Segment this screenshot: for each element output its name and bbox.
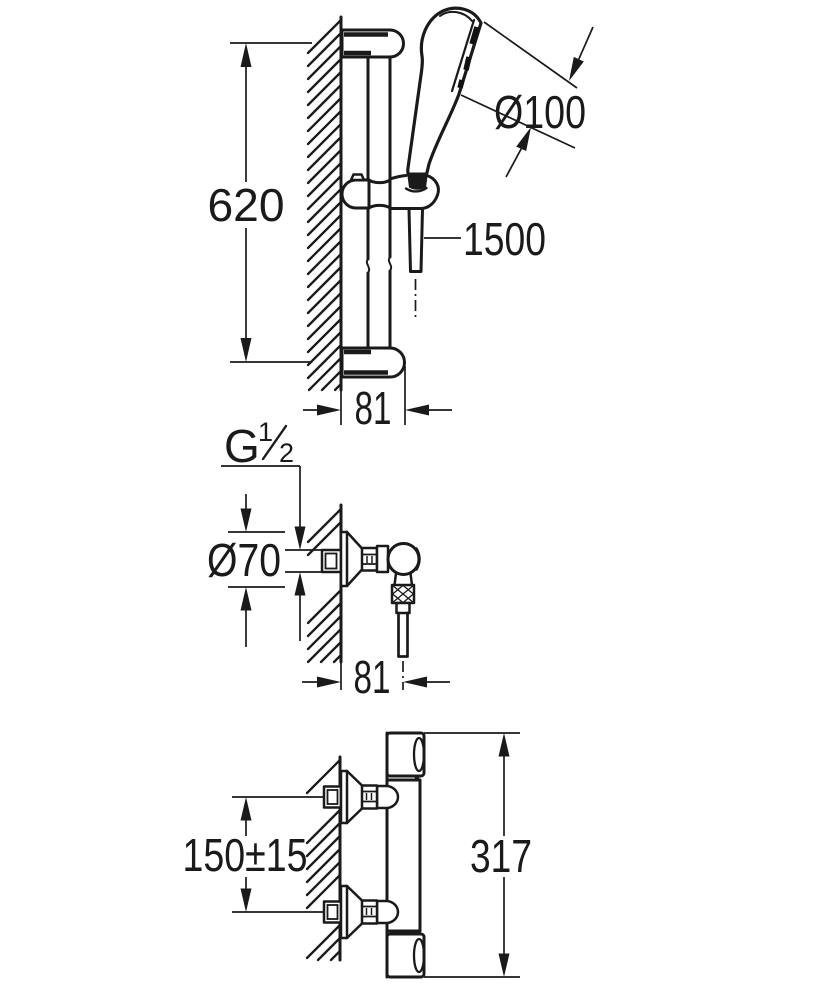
dim-620-arrow-down: [240, 338, 252, 362]
hex-nut: [360, 546, 379, 572]
thread-leader-line: [221, 465, 301, 527]
hand-shower-nozzle-marks: [457, 26, 480, 89]
outlet-neck: [393, 572, 414, 587]
dim-height-arrow-up: [498, 733, 510, 757]
glide-holder-socket: [388, 174, 440, 210]
flange-diameter-label: Ø70: [207, 534, 281, 586]
hand-shower-face-line: [450, 18, 476, 93]
shower-hose: [407, 207, 424, 273]
glide-holder-wall-part: [340, 178, 371, 210]
dim-head-arrow-upper: [569, 56, 584, 81]
glide-holder-cup-rim: [404, 186, 428, 193]
dim-height-arrow-down: [498, 953, 510, 977]
thread-size-numerator: 1: [258, 417, 273, 447]
mixer-handle-top: [385, 731, 426, 778]
hand-shower-body: [406, 6, 483, 178]
inlet-bottom-nut-flats: [362, 905, 377, 918]
wall-hatching: [306, 18, 343, 392]
union-hose: [397, 611, 409, 658]
union-spacer: [375, 544, 390, 574]
dim-head-arrow-line-lower: [505, 148, 522, 178]
dim-head-extension-lines: [460, 21, 578, 149]
wall-hatching: [305, 758, 342, 962]
drawing-wall-union: G 1 2 Ø70 81: [207, 417, 450, 703]
mixer-handle-bottom: [385, 932, 426, 979]
thread-fraction-slash: [261, 424, 288, 461]
wall-hatching: [306, 507, 343, 664]
thread-arrow-down: [294, 526, 306, 550]
rail-height-label: 620: [208, 179, 285, 231]
rail-bracket-bottom-shading: [344, 349, 388, 375]
inlet-spacing-label: 150±15: [183, 829, 308, 881]
drawing-shower-rail-set: 620 Ø100 1500 81: [208, 6, 594, 434]
hose-connector: [395, 601, 411, 615]
rail-tube: [366, 55, 392, 350]
inlet-bottom-hex-nut: [360, 899, 379, 925]
dim-inlet-arrow-up: [240, 797, 252, 821]
hex-nut-flats: [362, 553, 377, 565]
thread-size-letter: G: [224, 420, 260, 472]
inlet-top-nut-flats: [362, 790, 377, 803]
thread-extension-lines: [285, 549, 322, 573]
inlet-top-escutcheon-cone: [345, 769, 364, 825]
rail-depth-label: 81: [355, 382, 392, 434]
thread-arrow-up: [294, 572, 306, 596]
dim-620-extension-lines: [230, 42, 312, 363]
mixer-handle-bottom-cap: [412, 937, 426, 974]
dim-depth-arrow-left: [317, 676, 341, 688]
rail-bracket-bottom: [340, 346, 406, 379]
union-depth-label: 81: [354, 651, 391, 703]
dim-inlet-arrow-down: [240, 888, 252, 912]
total-height-label: 317: [470, 830, 532, 882]
rail-break-marks: [365, 256, 393, 274]
dim-inlet-extension-lines: [232, 796, 324, 913]
dim-flange-extension-lines: [228, 531, 285, 588]
escutcheon-plate: [339, 530, 349, 588]
glide-holder-clamp-tab: [349, 173, 366, 182]
dim-flange-arrow-down: [240, 508, 252, 532]
hex-nut-marks: [366, 556, 373, 563]
inlet-bottom-lug: [375, 899, 400, 925]
inlet-top-nut-marks: [365, 793, 373, 800]
inlet-bottom-escutcheon-plate: [339, 884, 349, 940]
glide-holder-middle: [367, 178, 392, 210]
union-ball-cap: [415, 547, 421, 571]
hose-length-label: 1500: [463, 213, 546, 265]
dim-depth-arrow-left: [317, 404, 341, 416]
escutcheon-cone: [345, 530, 364, 588]
inlet-bottom-nipple-inner: [326, 904, 339, 920]
hose-nut-knurling: [391, 584, 415, 604]
dim-flange-arrow-up: [240, 587, 252, 611]
inlet-top-escutcheon-plate: [339, 769, 349, 825]
hand-shower-head-contour: [439, 10, 473, 22]
inlet-top-nipple-inner: [326, 789, 339, 805]
dim-depth-arrow-right: [405, 404, 429, 416]
dim-head-arrow-lower: [516, 127, 531, 151]
drawing-thermostat: 150±15 317: [183, 731, 532, 979]
pipe-nipple-inner: [324, 552, 338, 570]
inlet-bottom-escutcheon-cone: [345, 884, 364, 940]
mixer-handle-top-cap: [412, 736, 426, 773]
thread-size-denominator: 2: [279, 438, 294, 468]
dim-depth-arrow-right: [403, 676, 427, 688]
inlet-top-hex-nut: [360, 784, 379, 810]
head-diameter-label: Ø100: [494, 86, 586, 138]
hand-shower-grip-band: [407, 172, 428, 190]
inlet-bottom-nut-marks: [365, 908, 373, 915]
union-ball-body: [386, 542, 421, 576]
dim-head-arrow-line-upper: [578, 26, 594, 60]
dim-620-arrow-up: [240, 43, 252, 67]
rail-bracket-top-shading: [344, 32, 388, 56]
inlet-top-lug: [375, 784, 400, 810]
